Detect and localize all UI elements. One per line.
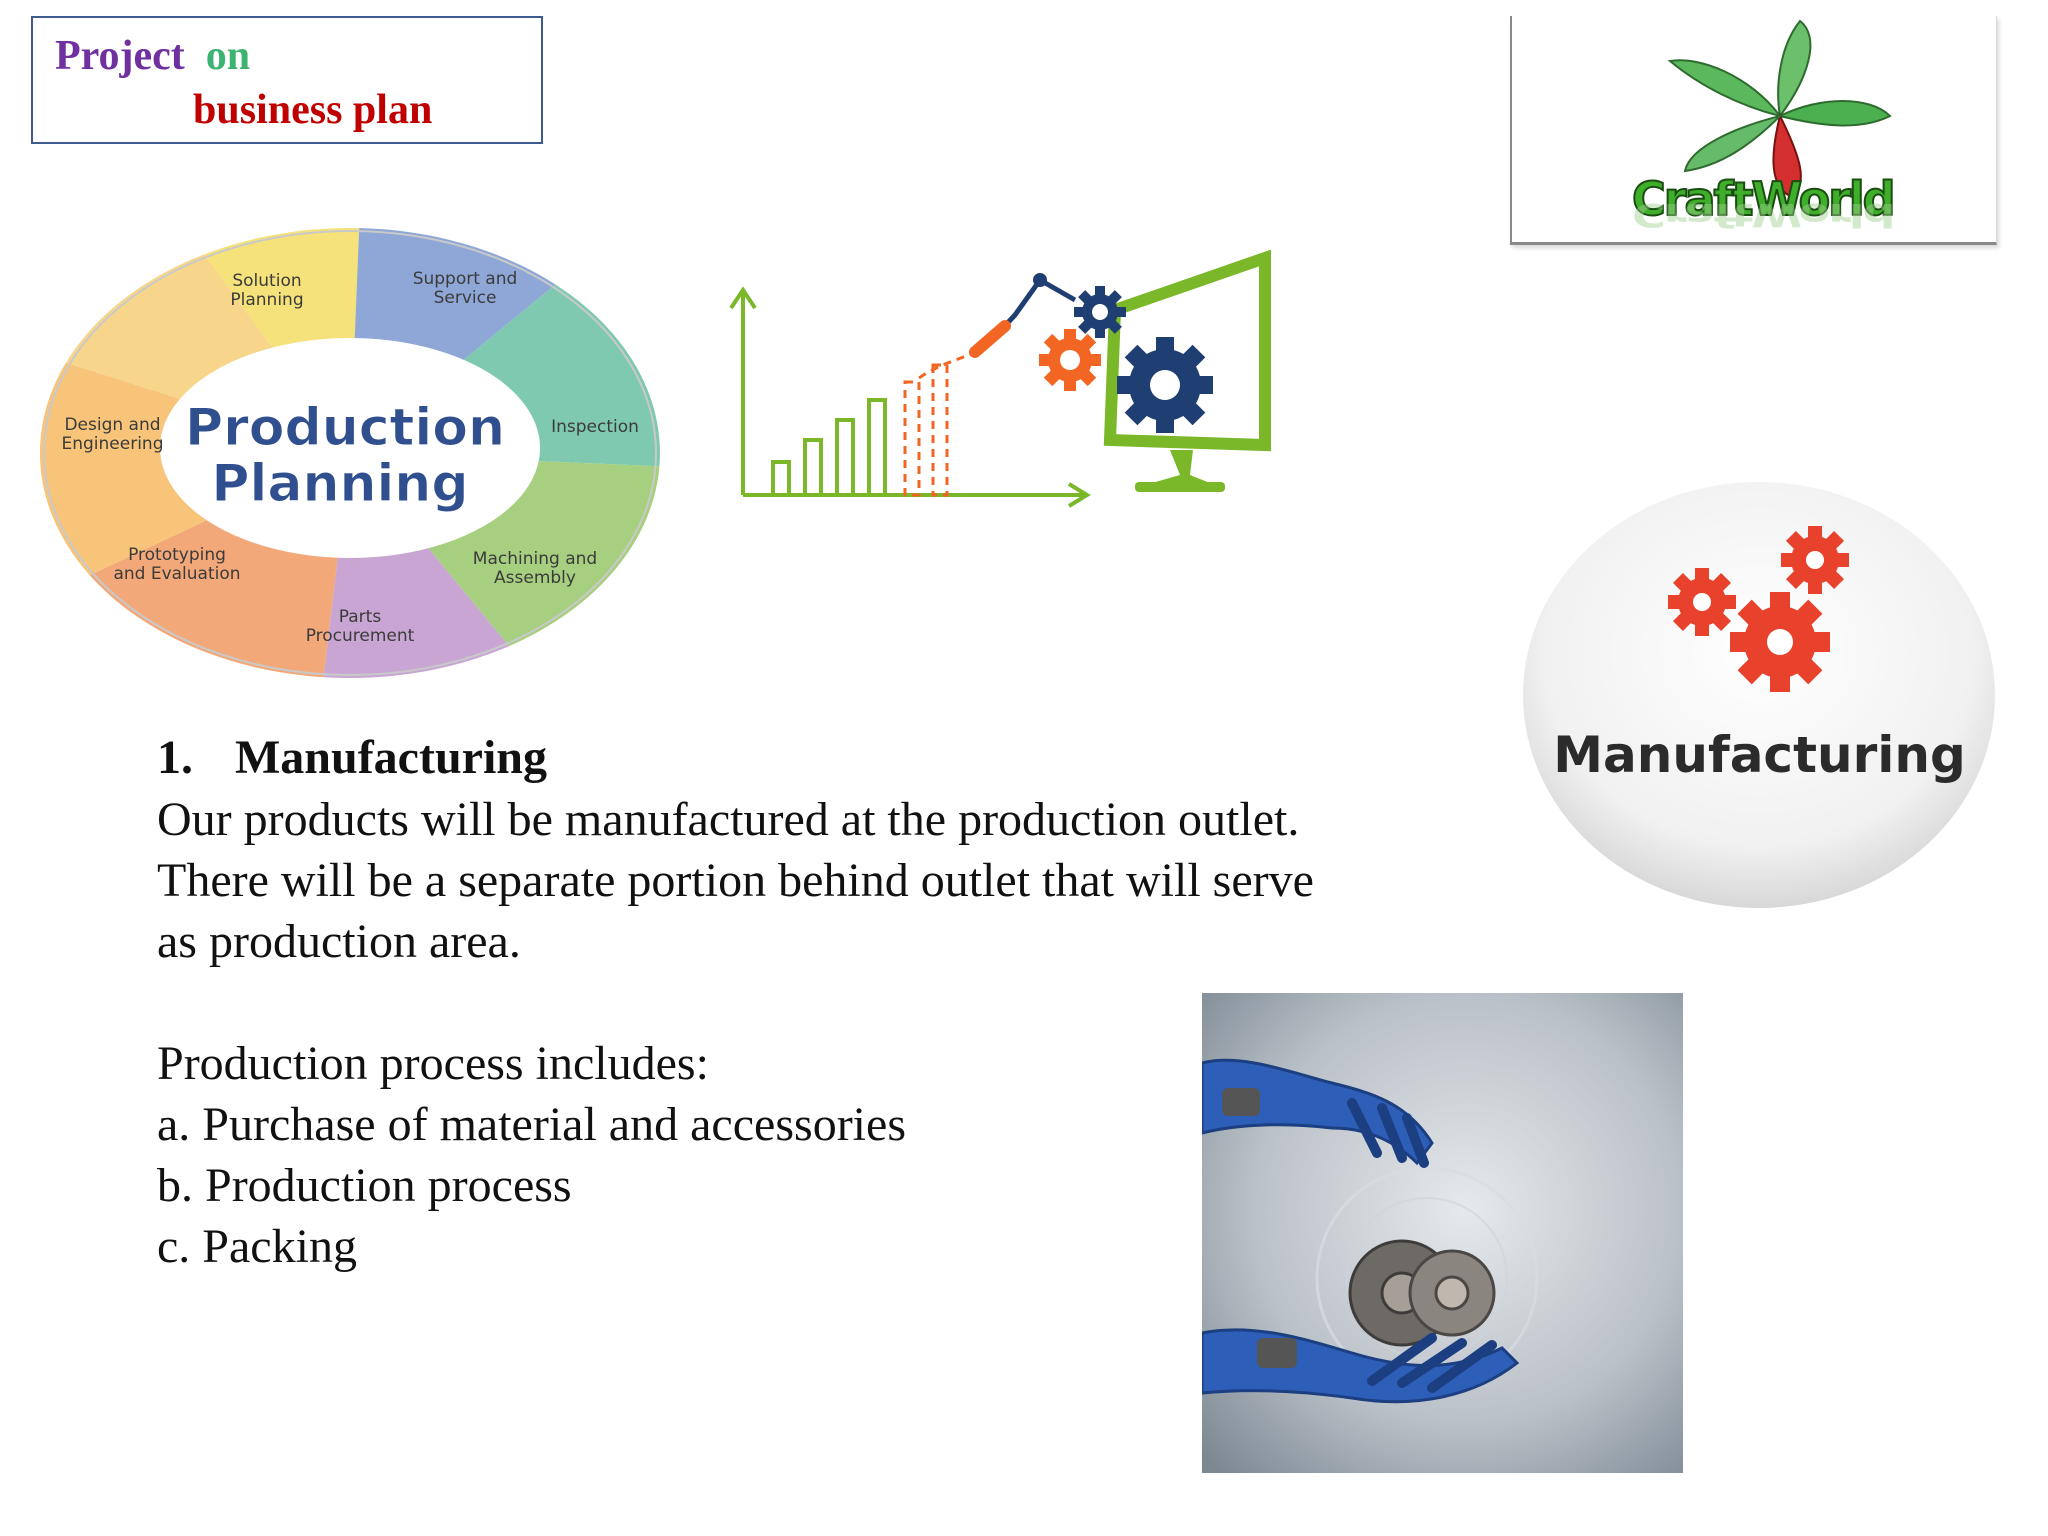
body-line-2: There will be a separate portion behind … [157, 854, 1314, 907]
section-number: 1. [157, 731, 193, 784]
segment-parts-procurement: Parts Procurement [305, 607, 415, 646]
segment-solution-planning: Solution Planning [230, 271, 304, 310]
title-line-2: business plan [193, 87, 433, 133]
body-line-1: Our products will be manufactured at the… [157, 793, 1300, 846]
process-item-a: a. Purchase of material and accessories [157, 1098, 906, 1151]
craftworld-logo-reflection: CraftWorld [1632, 196, 1894, 234]
process-item-b: b. Production process [157, 1159, 572, 1212]
segment-design-engineering: Design and Engineering [61, 415, 164, 454]
craftworld-logo-frame [1510, 16, 1997, 245]
segment-machining-assembly: Machining and Assembly [472, 549, 598, 588]
title-word-project: Project [55, 33, 185, 79]
pinwheel-logo-icon [1667, 19, 1892, 198]
section-title: Manufacturing [235, 731, 547, 784]
production-planning-ring [39, 228, 660, 679]
growth-gears-illustration [729, 250, 1271, 508]
title-box: Project on business plan [31, 16, 543, 144]
manufacturing-badge [1523, 482, 1995, 908]
process-item-c: c. Packing [157, 1220, 357, 1273]
segment-support-service: Support and Service [412, 269, 518, 308]
title-word-on: on [205, 33, 251, 79]
body-line-3: as production area. [157, 915, 521, 968]
production-planning-diagram: Solution Planning Support and Service In… [39, 228, 660, 679]
section-heading: 1. Manufacturing [157, 730, 547, 785]
craftworld-logo-text: CraftWorld [1631, 171, 1897, 227]
process-intro: Production process includes: [157, 1037, 709, 1090]
segment-prototyping-evaluation: Prototyping and Evaluation [113, 545, 241, 584]
production-planning-title: Production Planning [185, 398, 506, 514]
red-gears-icon [1668, 526, 1849, 692]
segment-inspection: Inspection [551, 417, 639, 437]
manufacturing-badge-label: Manufacturing [1553, 726, 1966, 784]
robot-hands-gear-image [1202, 993, 1683, 1473]
title-line-1: Project on [55, 32, 250, 80]
